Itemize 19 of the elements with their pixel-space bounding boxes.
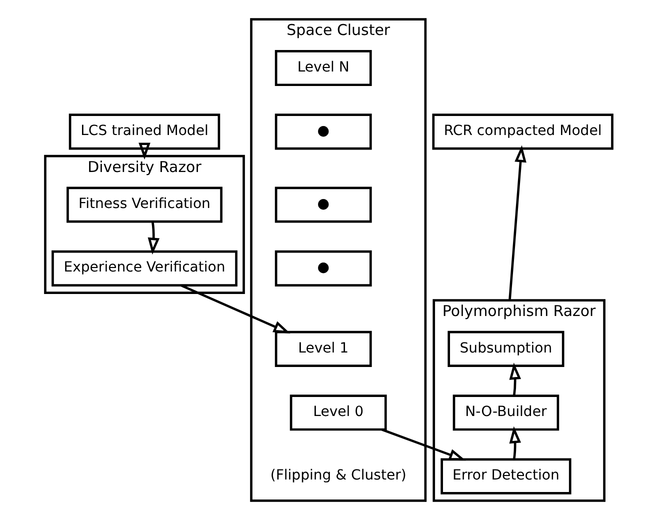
node-box: Subsumption: [447, 330, 564, 367]
arrow: [508, 145, 526, 300]
arrow: [138, 142, 150, 160]
arrow: [381, 428, 466, 461]
node-box: Level 1: [274, 330, 372, 367]
node-box: ●: [274, 114, 372, 150]
node-box: N-O-Builder: [452, 394, 559, 431]
node-box: RCR compacted Model: [432, 114, 613, 150]
node-box: ●: [274, 186, 372, 223]
node-box: Error Detection: [440, 458, 571, 494]
node-box: Experience Verification: [51, 250, 237, 286]
node-box: Level 0: [289, 394, 386, 431]
node-box: Fitness Verification: [66, 186, 222, 223]
arrow: [508, 426, 521, 460]
arrow: [180, 284, 290, 334]
arrow: [508, 362, 521, 396]
node-box: Level N: [274, 50, 372, 86]
node-box: ●: [274, 250, 372, 286]
arrow: [147, 222, 160, 255]
